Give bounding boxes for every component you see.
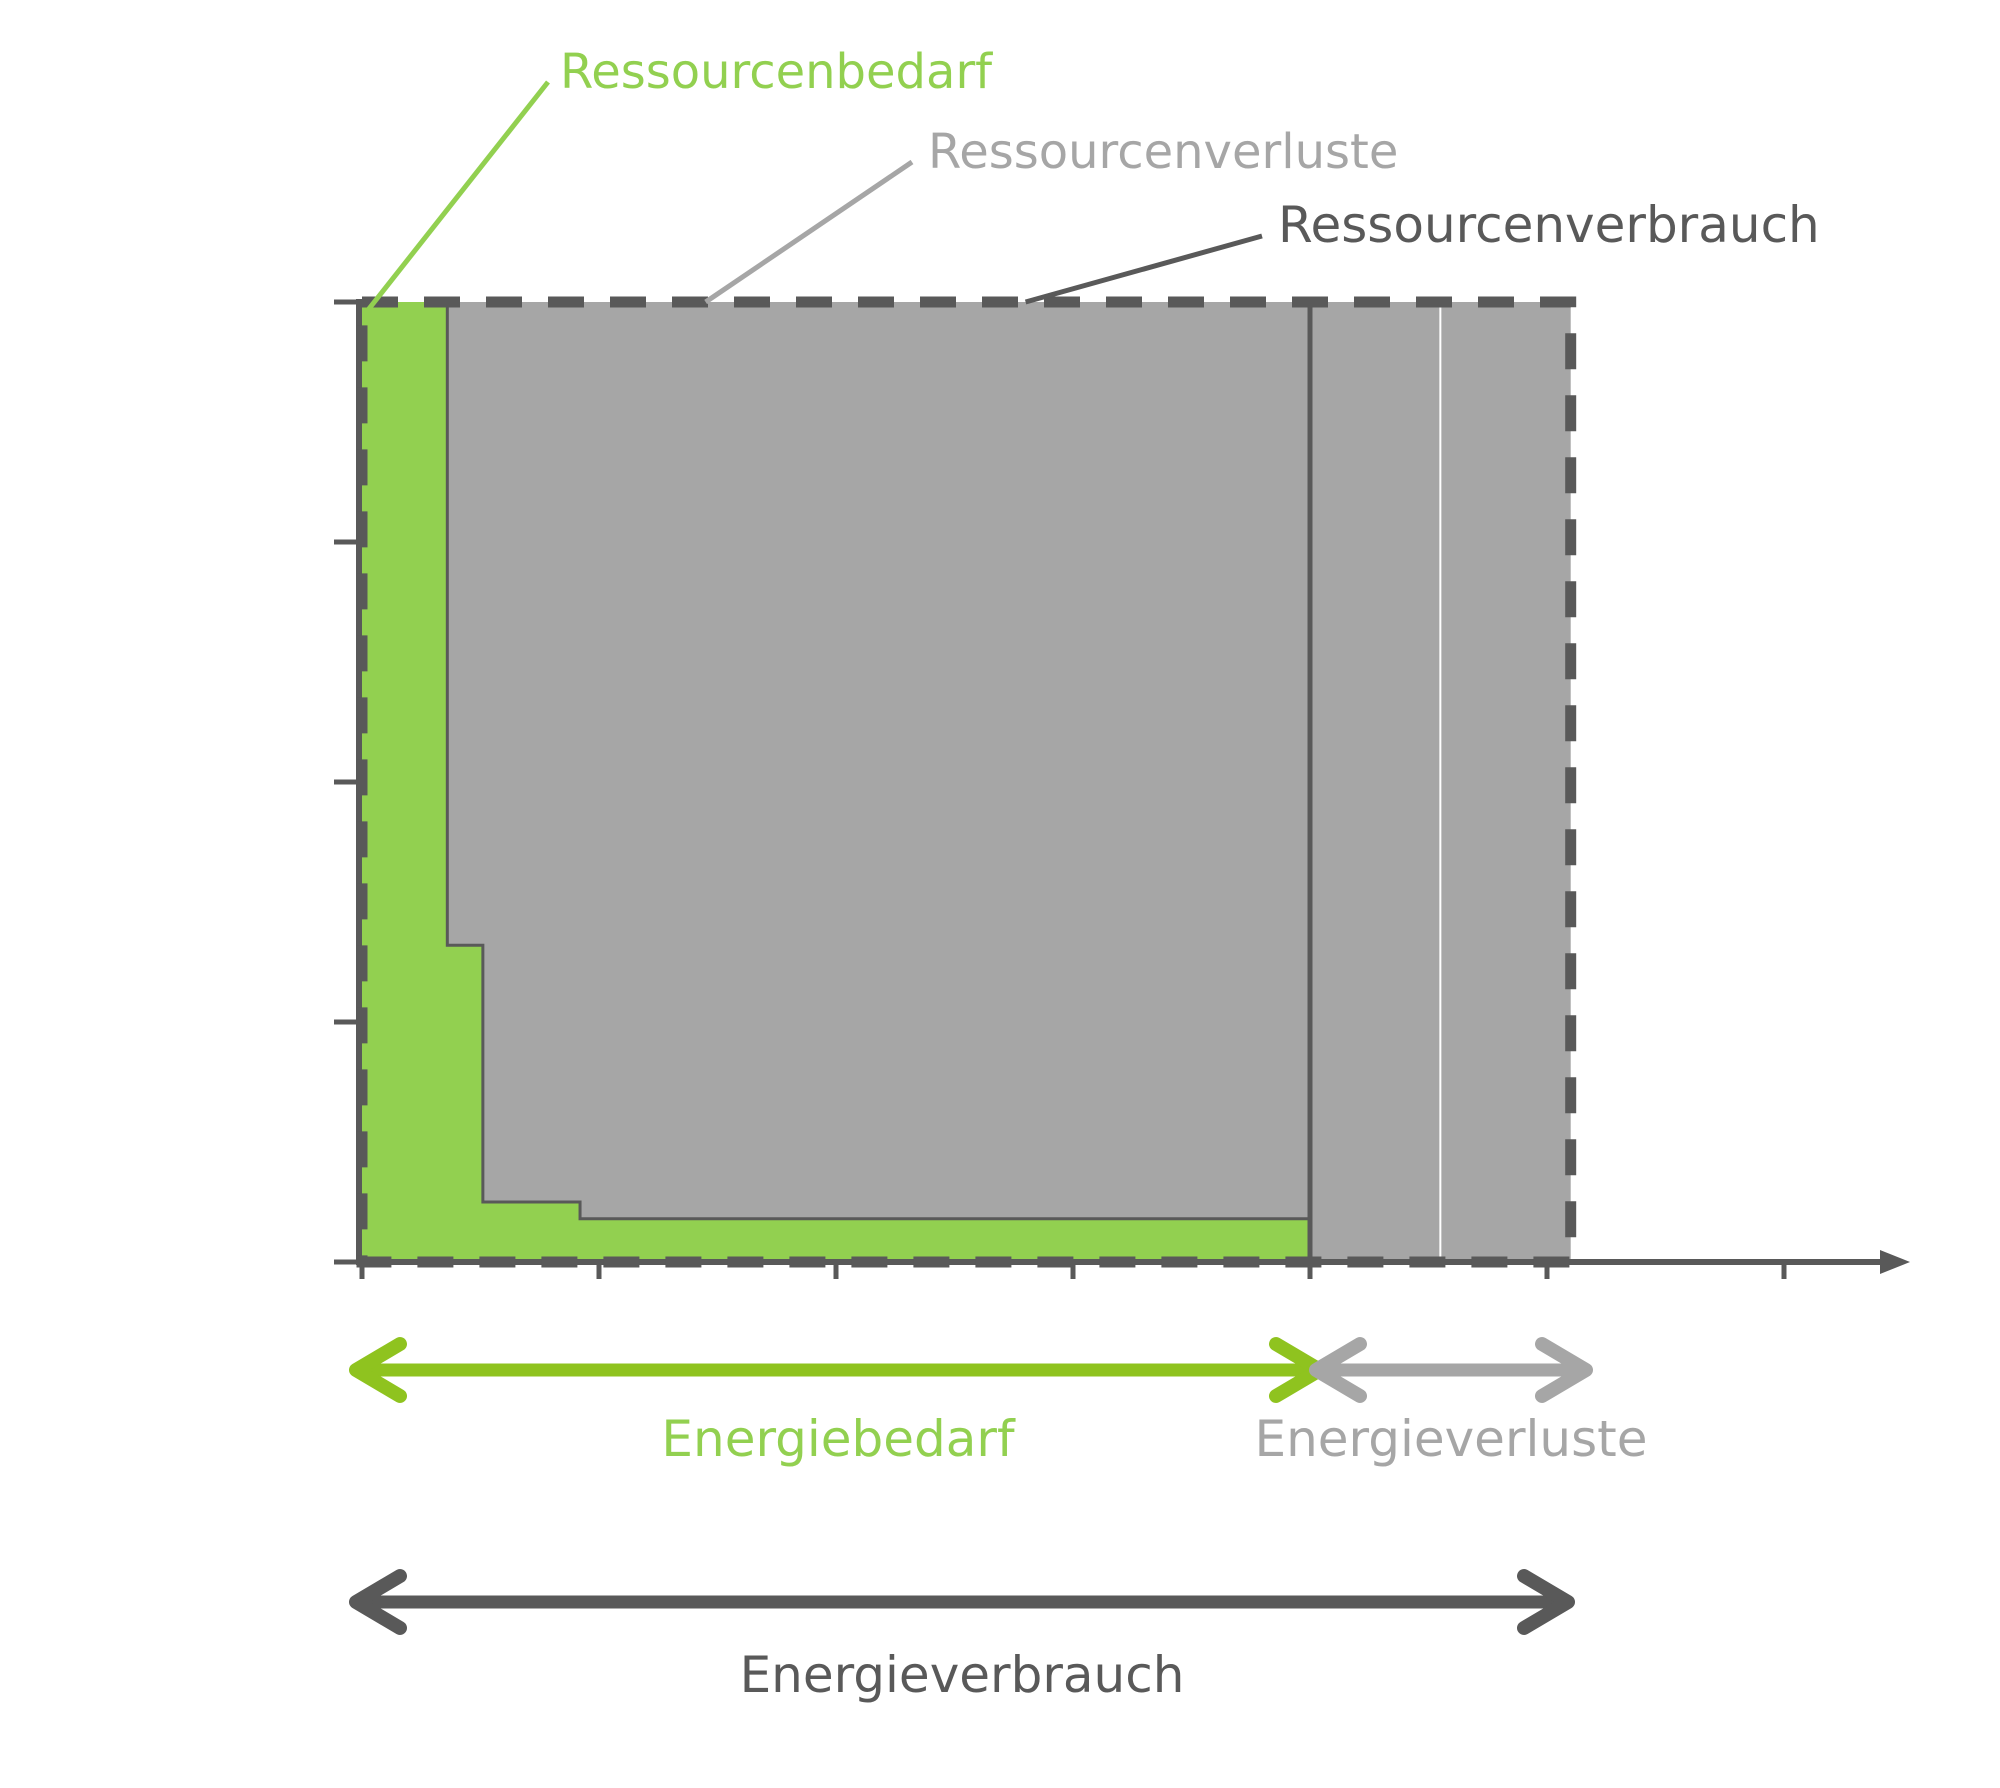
annotation-leader-line bbox=[704, 159, 914, 305]
ressourcenverluste-area bbox=[362, 302, 1571, 1262]
span-arrows: Energiebedarf EnergieverlusteEnergieverbr… bbox=[349, 1337, 1648, 1704]
annotations: RessourcenbedarfRessourcenverlusteRessou… bbox=[366, 44, 1820, 312]
annotation-label: Ressourcenbedarf bbox=[560, 44, 993, 100]
outline bbox=[356, 296, 1577, 1268]
arrow-right-head-icon bbox=[1535, 1337, 1593, 1403]
span-label: Energieverbrauch bbox=[740, 1646, 1185, 1704]
ressourcenverbrauch-dashed-outline bbox=[356, 296, 1577, 1268]
span-arrow-energieverluste bbox=[1309, 1337, 1593, 1403]
x-axis-arrowhead-icon bbox=[1880, 1250, 1910, 1274]
ressourcenbedarf-area bbox=[362, 302, 1310, 1262]
span-arrow-energieverbrauch bbox=[349, 1569, 1575, 1635]
arrow-left-head-icon bbox=[1309, 1337, 1367, 1403]
annotation-leader-line bbox=[366, 80, 550, 312]
arrow-left-head-icon bbox=[349, 1337, 407, 1403]
annotation-leader-line bbox=[1024, 233, 1263, 305]
annotation-label: Ressourcenverbrauch bbox=[1278, 196, 1820, 254]
plot-areas bbox=[362, 302, 1571, 1262]
span-arrow-energiebedarf bbox=[349, 1337, 1327, 1403]
annotation-label: Ressourcenverluste bbox=[928, 124, 1398, 180]
arrow-right-head-icon bbox=[1517, 1569, 1575, 1635]
arrow-left-head-icon bbox=[349, 1569, 407, 1635]
ressourcenbedarf-step-line bbox=[445, 302, 1310, 1221]
span-label: Energieverluste bbox=[1254, 1410, 1647, 1468]
span-label: Energiebedarf bbox=[661, 1410, 1016, 1468]
